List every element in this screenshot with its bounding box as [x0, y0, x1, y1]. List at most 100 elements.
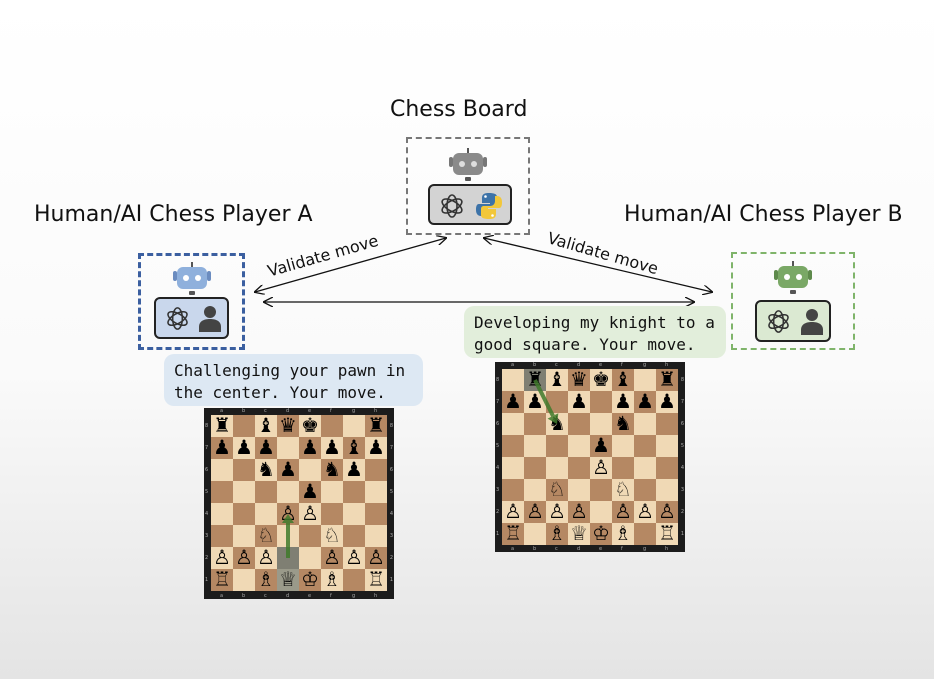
file-coordinate: c: [264, 593, 267, 599]
file-coordinate: g: [352, 408, 356, 414]
black-bishop-icon: ♝: [614, 368, 632, 392]
file-coordinate: d: [286, 593, 290, 599]
rank-coordinate: 8: [389, 423, 393, 429]
square-d4: [568, 457, 590, 479]
square-d3: [568, 479, 590, 501]
chess-board-title: Chess Board: [390, 97, 528, 122]
file-coordinate: d: [577, 546, 581, 552]
file-coordinate: h: [374, 408, 378, 414]
white-king-icon: ♔: [592, 522, 610, 546]
rank-coordinate: 8: [496, 377, 500, 383]
square-g7: ♟: [634, 391, 656, 413]
file-coordinate: f: [621, 546, 623, 552]
square-c3: ♘: [546, 479, 568, 501]
black-pawn-icon: ♟: [636, 390, 654, 414]
rank-coordinate: 5: [496, 443, 500, 449]
rank-coordinate: 3: [680, 487, 684, 493]
black-pawn-icon: ♟: [235, 436, 253, 460]
square-e4: ♙: [299, 503, 321, 525]
square-c2: ♙: [255, 547, 277, 569]
black-king-icon: ♚: [301, 414, 319, 438]
square-f4: [612, 457, 634, 479]
square-d8: ♛: [277, 415, 299, 437]
rank-coordinate: 7: [680, 399, 684, 405]
rank-coordinate: 1: [496, 531, 500, 537]
square-f4: [321, 503, 343, 525]
file-coordinate: b: [533, 546, 537, 552]
white-rook-icon: ♖: [213, 568, 231, 592]
black-pawn-icon: ♟: [614, 390, 632, 414]
openai-logo-icon: [768, 310, 789, 333]
white-knight-icon: ♘: [614, 478, 632, 502]
black-pawn-icon: ♟: [345, 458, 363, 482]
white-rook-icon: ♖: [367, 568, 385, 592]
file-coordinate: f: [621, 362, 623, 368]
rank-coordinate: 4: [205, 511, 209, 517]
rank-coordinate: 4: [496, 465, 500, 471]
square-d6: ♟: [277, 459, 299, 481]
file-coordinate: a: [511, 362, 515, 368]
chess-board-b: ♜♝♛♚♝♜♟♟♟♟♟♟♞♞♟♙♘♘♙♙♙♙♙♙♙♖♗♕♔♗♖aabbccdde…: [495, 362, 685, 552]
square-c2: ♙: [546, 501, 568, 523]
square-g4: [634, 457, 656, 479]
rank-coordinate: 6: [205, 467, 209, 473]
square-e2: [590, 501, 612, 523]
square-d7: [277, 437, 299, 459]
player-a-panel: [154, 297, 229, 339]
square-a2: ♙: [211, 547, 233, 569]
black-pawn-icon: ♟: [279, 458, 297, 482]
rank-coordinate: 1: [205, 577, 209, 583]
player-b-node: [731, 252, 855, 350]
rank-coordinate: 5: [389, 489, 393, 495]
square-g1: [343, 569, 365, 591]
white-pawn-icon: ♙: [345, 546, 363, 570]
square-g4: [343, 503, 365, 525]
square-c1: ♗: [546, 523, 568, 545]
black-knight-icon: ♞: [323, 458, 341, 482]
white-pawn-icon: ♙: [367, 546, 385, 570]
square-a1: ♖: [502, 523, 524, 545]
square-b4: [524, 457, 546, 479]
white-bishop-icon: ♗: [257, 568, 275, 592]
black-queen-icon: ♛: [279, 414, 297, 438]
chess-board-node: [406, 137, 530, 235]
black-pawn-icon: ♟: [213, 436, 231, 460]
player-a-title: Human/AI Chess Player A: [34, 202, 313, 227]
white-queen-icon: ♕: [279, 568, 297, 592]
white-pawn-icon: ♙: [658, 500, 676, 524]
square-b5: [524, 435, 546, 457]
file-coordinate: g: [643, 362, 647, 368]
square-d2: ♙: [568, 501, 590, 523]
square-e6: [590, 413, 612, 435]
file-coordinate: c: [555, 362, 558, 368]
rank-coordinate: 7: [496, 399, 500, 405]
black-knight-icon: ♞: [257, 458, 275, 482]
white-rook-icon: ♖: [658, 522, 676, 546]
square-a4: [211, 503, 233, 525]
white-knight-icon: ♘: [257, 524, 275, 548]
square-a5: [502, 435, 524, 457]
board-engine-panel: [428, 184, 512, 225]
square-d5: [568, 435, 590, 457]
black-rook-icon: ♜: [213, 414, 231, 438]
square-b1: [233, 569, 255, 591]
robot-icon: [774, 261, 812, 294]
square-h2: ♙: [365, 547, 387, 569]
file-coordinate: e: [308, 593, 312, 599]
rank-coordinate: 2: [205, 555, 209, 561]
black-queen-icon: ♛: [570, 368, 588, 392]
square-e1: ♔: [299, 569, 321, 591]
white-pawn-icon: ♙: [570, 500, 588, 524]
square-b3: [233, 525, 255, 547]
file-coordinate: g: [352, 593, 356, 599]
rank-coordinate: 5: [680, 443, 684, 449]
white-pawn-icon: ♙: [235, 546, 253, 570]
person-icon: [199, 306, 221, 332]
white-pawn-icon: ♙: [257, 546, 275, 570]
black-pawn-icon: ♟: [323, 436, 341, 460]
square-e6: [299, 459, 321, 481]
white-pawn-icon: ♙: [614, 500, 632, 524]
square-b8: [233, 415, 255, 437]
square-f6: ♞: [321, 459, 343, 481]
square-g3: [634, 479, 656, 501]
